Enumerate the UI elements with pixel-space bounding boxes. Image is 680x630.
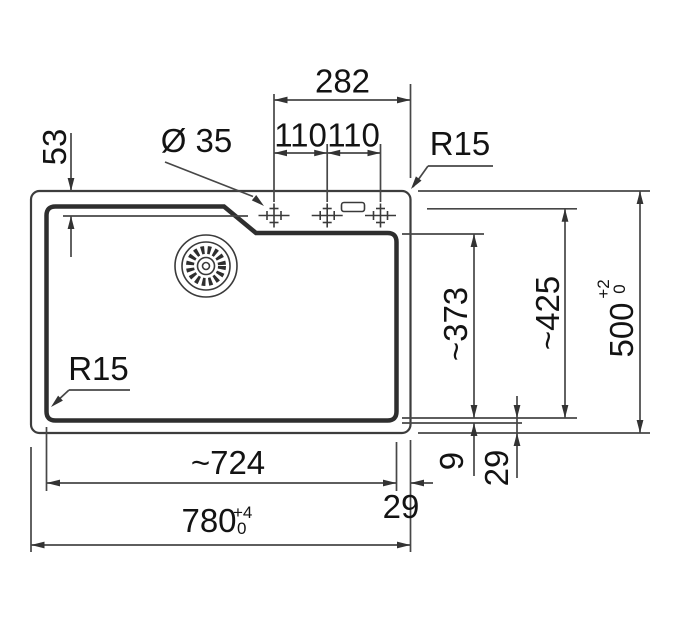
label-373: ~373 [437,287,474,361]
label-110-right: 110 [327,117,380,154]
leader-r15-bowl [51,389,130,407]
leader-r15-top [411,165,493,189]
dim-9 [470,423,478,476]
label-282: 282 [315,63,370,100]
tap-hole-mark-3 [365,203,396,228]
label-500-group: 500 +2 0 [594,279,640,357]
label-29-horizontal: 29 [383,488,420,525]
label-r15-bowl: R15 [68,350,129,387]
dim-29-vertical [513,396,521,478]
label-780: 780 [181,502,236,539]
label-500-tol-plus: +2 [594,279,613,298]
label-110-left: 110 [274,117,327,154]
label-9: 9 [433,452,470,470]
dim-780 [31,541,411,549]
label-780-group: 780 +4 0 [181,502,252,539]
label-500-tol-minus: 0 [610,284,629,293]
sink-outer-outline [29,189,412,435]
label-r15-top: R15 [430,125,491,162]
label-780-tol-plus: +4 [233,503,252,522]
label-29-vertical: 29 [478,450,515,487]
label-724: ~724 [191,444,265,481]
label-hole-diameter: Ø 35 [161,122,233,159]
dim-425 [561,208,569,418]
tap-hole-mark-1 [258,203,290,228]
bowl-outline [44,204,399,423]
tap-hole-mark-2 [311,203,343,228]
overflow-slot [340,201,366,213]
dim-724 [46,479,397,487]
label-780-tol-minus: 0 [237,519,246,538]
dim-53 [67,133,75,257]
dim-500 [636,191,644,433]
dim-29-horizontal [410,479,433,487]
label-53: 53 [36,129,73,166]
label-425: ~425 [529,276,566,350]
dim-110-right [327,149,381,157]
drain-strainer-icon [174,234,238,298]
dim-373 [470,234,478,418]
dim-282 [274,96,411,104]
label-500: 500 [603,302,640,357]
leader-hole-diameter [164,161,264,206]
